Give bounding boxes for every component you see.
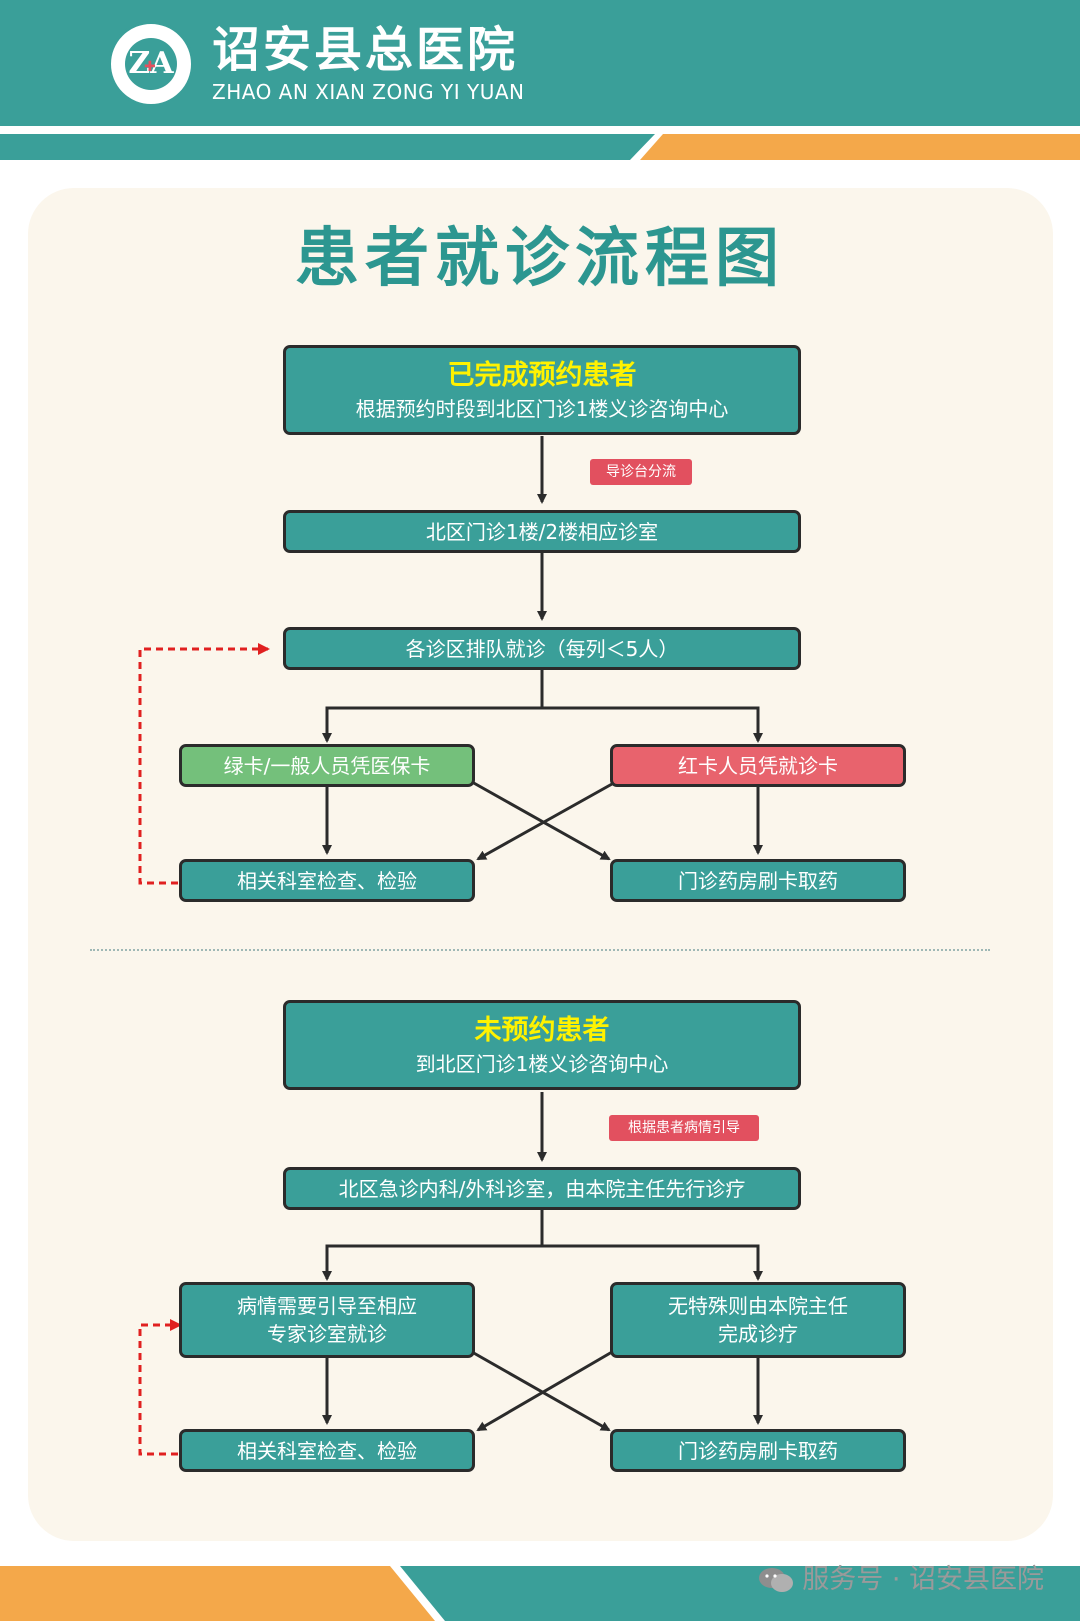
- s1-pharmacy-label: 门诊药房刷卡取药: [678, 868, 838, 893]
- s2-specialist-line2: 专家诊室就诊: [267, 1322, 387, 1346]
- s1-branch-right: [542, 706, 763, 743]
- bottom-teal-stripe: [400, 1566, 1080, 1621]
- s1-green-card-label: 绿卡/一般人员凭医保卡: [223, 753, 431, 778]
- wechat-icon: [759, 1568, 794, 1592]
- s2-branch-right: [542, 1244, 763, 1281]
- s2-branch-left: [322, 1210, 544, 1281]
- s2-step2-box: 北区急诊内科/外科诊室，由本院主任先行诊疗: [283, 1167, 801, 1210]
- s1-red-card-box: 红卡人员凭就诊卡: [610, 744, 906, 787]
- s2-loop-back-arrow: [138, 1319, 182, 1456]
- s2-specialist-box: 病情需要引导至相应 专家诊室就诊: [179, 1282, 475, 1358]
- s1-step2-box: 北区门诊1楼/2楼相应诊室: [283, 510, 801, 553]
- watermark-text: 服务号 · 诏安县医院: [802, 1564, 1044, 1595]
- s2-guide-tag: 根据患者病情引导: [609, 1115, 759, 1141]
- s1-start-desc: 根据预约时段到北区门诊1楼义诊咨询中心: [355, 397, 729, 421]
- s1-step3-label: 各诊区排队就诊（每列＜5人）: [405, 636, 679, 661]
- s1-exam-label: 相关科室检查、检验: [237, 868, 417, 893]
- s2-exam-box: 相关科室检查、检验: [179, 1429, 475, 1472]
- s2-start-title: 未预约患者: [474, 1015, 610, 1046]
- s2-pharmacy-box: 门诊药房刷卡取药: [610, 1429, 906, 1472]
- s1-red-card-label: 红卡人员凭就诊卡: [678, 753, 838, 778]
- logo-letters: ZA: [125, 38, 177, 90]
- top-teal-stripe: [0, 134, 655, 160]
- s1-pharmacy-box: 门诊药房刷卡取药: [610, 859, 906, 902]
- s2-cross-right-to-left: [476, 1350, 613, 1432]
- s2-exam-label: 相关科室检查、检验: [237, 1438, 417, 1463]
- hospital-pinyin: ZHAO AN XIAN ZONG YI YUAN: [212, 80, 525, 104]
- hospital-name: 诏安县总医院: [212, 22, 519, 78]
- s2-cross-left-to-right: [471, 1350, 611, 1432]
- s2-pharmacy-label: 门诊药房刷卡取药: [678, 1438, 838, 1463]
- s1-cross-left-to-right: [471, 780, 611, 861]
- s2-specialist-line1: 病情需要引导至相应: [237, 1294, 417, 1318]
- s2-director-box: 无特殊则由本院主任 完成诊疗: [610, 1282, 906, 1358]
- s2-director-line1: 无特殊则由本院主任: [668, 1294, 848, 1318]
- s2-step2-label: 北区急诊内科/外科诊室，由本院主任先行诊疗: [338, 1176, 746, 1201]
- hospital-logo: ZA ✚: [108, 21, 194, 107]
- s1-start-title: 已完成预约患者: [447, 360, 637, 391]
- s2-director-line2: 完成诊疗: [718, 1322, 798, 1346]
- s1-guide-tag: 导诊台分流: [590, 459, 692, 485]
- section-divider: [90, 949, 990, 951]
- top-orange-stripe: [640, 134, 1080, 160]
- s1-exam-box: 相关科室检查、检验: [179, 859, 475, 902]
- logo-cross-icon: ✚: [144, 59, 156, 75]
- s1-step3-box: 各诊区排队就诊（每列＜5人）: [283, 627, 801, 670]
- s1-cross-right-to-left: [476, 782, 613, 861]
- s1-green-card-box: 绿卡/一般人员凭医保卡: [179, 744, 475, 787]
- s1-branch-left: [322, 670, 544, 743]
- s2-start-desc: 到北区门诊1楼义诊咨询中心: [415, 1052, 669, 1076]
- watermark: 服务号 · 诏安县医院: [758, 1560, 1044, 1600]
- page-title: 患者就诊流程图: [295, 222, 785, 296]
- s1-start-box: 已完成预约患者 根据预约时段到北区门诊1楼义诊咨询中心: [283, 345, 801, 435]
- s1-step2-label: 北区门诊1楼/2楼相应诊室: [425, 519, 659, 544]
- s2-start-box: 未预约患者 到北区门诊1楼义诊咨询中心: [283, 1000, 801, 1090]
- bottom-orange-stripe: [0, 1566, 435, 1621]
- s1-loop-back-arrow: [138, 643, 270, 885]
